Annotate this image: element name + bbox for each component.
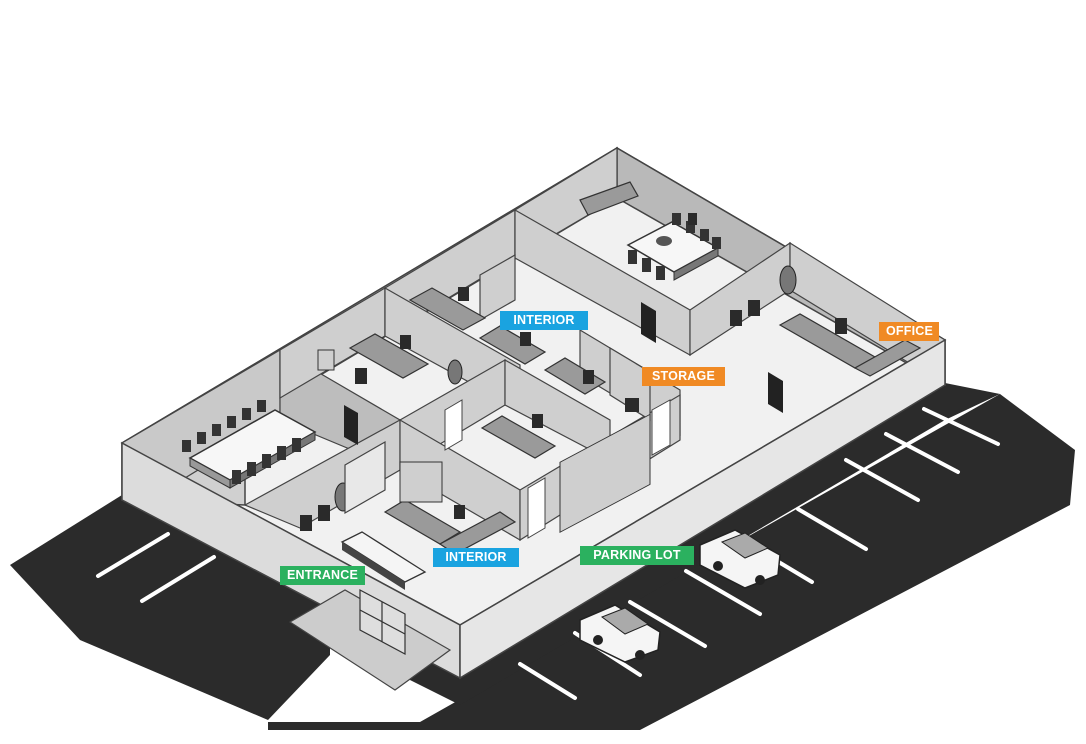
conference-table-top (626, 213, 721, 281)
filing-cabinets (317, 349, 651, 534)
door-1 (344, 405, 358, 445)
label-interior-bottom: INTERIOR (433, 548, 519, 567)
chairs-monitors (300, 213, 847, 531)
label-storage: STORAGE (642, 367, 725, 386)
parking-lines-left (96, 532, 216, 603)
white-doors (444, 399, 671, 539)
windows (344, 440, 386, 515)
label-interior-top: INTERIOR (500, 311, 588, 330)
door-3 (768, 372, 783, 413)
desks (348, 181, 922, 555)
parking-asphalt-front (330, 382, 1000, 705)
parking-asphalt-right (268, 394, 1075, 730)
car-2 (579, 604, 661, 663)
label-office: OFFICE (879, 322, 939, 341)
entrance (288, 589, 452, 691)
doors (344, 302, 783, 445)
parking-asphalt-left (10, 495, 330, 720)
door-2 (641, 302, 656, 343)
front-wall-right (459, 338, 946, 680)
car-1 (699, 529, 781, 589)
label-parking-lot: PARKING LOT (580, 546, 694, 565)
reception-bench (340, 531, 427, 590)
label-entrance: ENTRANCE (280, 566, 365, 585)
conference-table-left (182, 400, 317, 489)
